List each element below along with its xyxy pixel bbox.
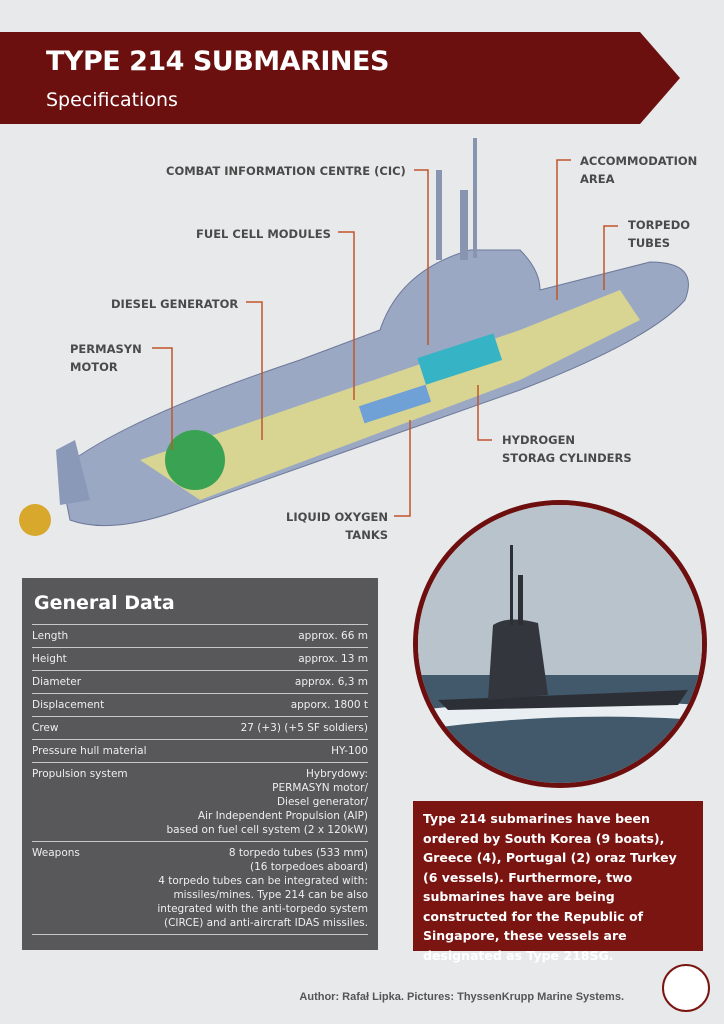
label-permasyn: PERMASYN MOTOR — [70, 342, 142, 374]
label-accommodation: ACCOMMODATION AREA — [580, 154, 698, 186]
label-torpedo: TORPEDO TUBES — [628, 218, 691, 250]
banner-shape — [0, 32, 680, 124]
spec-value: approx. 6,3 m — [294, 676, 368, 688]
mast — [473, 138, 477, 258]
spec-value: approx. 13 m — [298, 653, 368, 665]
spec-label: Length — [32, 630, 69, 642]
title-banner — [0, 32, 680, 124]
spec-value: approx. 66 m — [298, 630, 368, 642]
spec-row: Propulsion system Hybrydowy: PERMASYN mot… — [32, 762, 368, 841]
propeller — [19, 504, 51, 536]
spec-label: Displacement — [32, 699, 105, 711]
page-title: TYPE 214 SUBMARINES — [46, 46, 389, 77]
spec-value: 8 torpedo tubes (533 mm) (16 torpedoes a… — [157, 847, 368, 929]
leader-lines — [152, 159, 618, 517]
spec-table: Length approx. 66 m Height approx. 13 m Diam… — [32, 624, 368, 935]
fuel-cells — [417, 333, 503, 385]
info-box: Type 214 submarines have been ordered by… — [413, 801, 703, 963]
spec-label: Propulsion system — [32, 768, 128, 780]
rudder — [56, 440, 90, 505]
interior — [140, 290, 640, 500]
label-cic: COMBAT INFORMATION CENTRE (CIC) — [166, 164, 406, 178]
spec-label: Crew — [32, 722, 59, 734]
hydrogen-cylinders — [358, 384, 432, 424]
spec-value: Hybrydowy: PERMASYN motor/ Diesel genera… — [166, 768, 368, 836]
spec-label: Height — [32, 653, 67, 665]
mast — [436, 170, 442, 260]
photo-image — [418, 505, 702, 783]
label-hydrogen: HYDROGEN STORAG CYLINDERS — [502, 433, 632, 465]
spec-row: Diameter approx. 6,3 m — [32, 670, 368, 693]
submarine-cutaway-diagram — [19, 138, 689, 536]
permasyn-motor — [165, 430, 225, 490]
spec-row: Pressure hull material HY-100 — [32, 739, 368, 762]
label-diesel: DIESEL GENERATOR — [111, 297, 239, 311]
spec-value: HY-100 — [331, 745, 368, 757]
panel-title: General Data — [34, 592, 175, 614]
spec-label: Weapons — [32, 847, 80, 859]
label-fuel-cell: FUEL CELL MODULES — [196, 227, 331, 241]
spec-row: Weapons 8 torpedo tubes (533 mm) (16 torp… — [32, 841, 368, 935]
spec-row: Displacement apporx. 1800 t — [32, 693, 368, 716]
spec-label: Diameter — [32, 676, 82, 688]
general-data-panel: General Data Length approx. 66 m Height app… — [22, 578, 378, 950]
mast — [460, 190, 468, 260]
foundation-seal-logo — [662, 964, 710, 1012]
spec-label: Pressure hull material — [32, 745, 147, 757]
label-oxygen: LIQUID OXYGEN TANKS — [286, 510, 389, 542]
submarine-photo — [413, 500, 707, 788]
credit-text: Author: Rafał Lipka. Pictures: ThyssenKr… — [299, 991, 624, 1003]
spec-row: Length approx. 66 m — [32, 624, 368, 647]
spec-value: apporx. 1800 t — [290, 699, 368, 711]
spec-row: Crew 27 (+3) (+5 SF soldiers) — [32, 716, 368, 739]
page-subtitle: Specifications — [46, 89, 178, 111]
spec-row: Height approx. 13 m — [32, 647, 368, 670]
spec-value: 27 (+3) (+5 SF soldiers) — [240, 722, 368, 734]
